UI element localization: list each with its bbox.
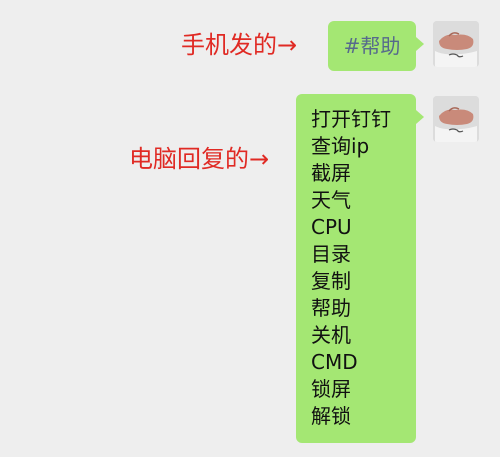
reply-line-help: 帮助 bbox=[311, 296, 351, 320]
reply-line-copy: 复制 bbox=[311, 269, 351, 293]
sent-message-bubble[interactable]: #帮助 bbox=[328, 21, 424, 71]
annotation-phone-sent: 手机发的→ bbox=[181, 31, 298, 59]
sent-message-text[interactable]: #帮助 bbox=[343, 34, 401, 58]
reply-line-unlock: 解锁 bbox=[311, 404, 351, 428]
reply-line-lock-screen: 锁屏 bbox=[311, 377, 351, 401]
reply-line-directory: 目录 bbox=[311, 242, 351, 266]
user-avatar[interactable] bbox=[433, 96, 479, 142]
reply-line-shutdown: 关机 bbox=[311, 323, 351, 347]
annotation-pc-reply: 电脑回复的→ bbox=[129, 145, 270, 173]
reply-line-open-dingtalk: 打开钉钉 bbox=[311, 107, 391, 131]
reply-line-weather: 天气 bbox=[311, 188, 351, 212]
fist-photo-avatar-icon bbox=[433, 21, 479, 67]
reply-line-cmd: CMD bbox=[311, 350, 358, 374]
reply-line-screenshot: 截屏 bbox=[311, 161, 351, 185]
reply-message-bubble[interactable]: 打开钉钉 查询ip 截屏 天气 CPU 目录 复制 帮助 关机 CMD 锁屏 解… bbox=[296, 94, 424, 443]
user-avatar[interactable] bbox=[433, 21, 479, 67]
reply-line-query-ip: 查询ip bbox=[311, 134, 370, 158]
fist-photo-avatar-icon bbox=[433, 96, 479, 142]
reply-line-cpu: CPU bbox=[311, 215, 352, 239]
